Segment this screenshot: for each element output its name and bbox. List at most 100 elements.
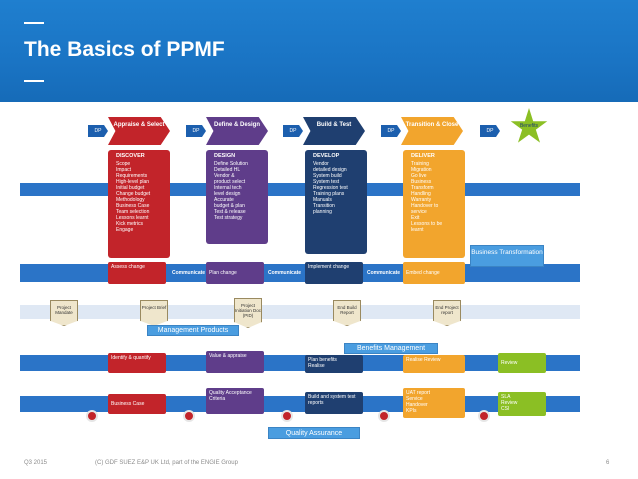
business-case: Business Case bbox=[108, 394, 166, 414]
list-item: Transition bbox=[313, 203, 335, 209]
quality-gate-icon bbox=[86, 410, 98, 422]
page-title: The Basics of PPMF bbox=[24, 38, 225, 61]
gate-dp: DP bbox=[480, 125, 500, 137]
design-heading: DESIGN bbox=[214, 153, 236, 159]
list-item: Scope bbox=[116, 161, 131, 167]
gate-dp: DP bbox=[186, 125, 206, 137]
list-item: Training bbox=[411, 161, 429, 167]
list-item: Manuals bbox=[313, 197, 332, 203]
business-transformation-callout: Business Transformation bbox=[470, 245, 544, 267]
sla-box: SLA Review CSI bbox=[498, 392, 546, 416]
quality-acceptance-criteria: Quality Acceptance Criteria bbox=[206, 388, 264, 414]
divider-bottom bbox=[24, 80, 44, 82]
list-item: product select bbox=[214, 179, 246, 185]
list-item: budget & plan bbox=[214, 203, 245, 209]
implement-change: Implement change bbox=[305, 262, 363, 284]
list-item: Methodology bbox=[116, 197, 145, 203]
list-item: SLA bbox=[501, 394, 511, 400]
list-item: level design bbox=[214, 191, 241, 197]
list-item: CSI bbox=[501, 406, 510, 412]
develop-box: DEVELOP Vendor detailed design System bu… bbox=[305, 150, 367, 254]
discover-box: DISCOVER Scope Impact Requirements High-… bbox=[108, 150, 170, 258]
benefit-review: Review bbox=[498, 353, 546, 373]
deliver-list: Training Migration Go live Business Tran… bbox=[411, 161, 462, 233]
realise-review: Realise Review bbox=[403, 355, 465, 373]
build-system-test-reports: Build and system test reports bbox=[305, 392, 363, 414]
title-bar: The Basics of PPMF bbox=[0, 0, 638, 102]
list-item: learnt bbox=[411, 227, 424, 233]
list-item: Define Solution bbox=[214, 161, 248, 167]
list-item: Regression test bbox=[313, 185, 348, 191]
list-item: Vendor bbox=[313, 161, 329, 167]
plan-change: Plan change bbox=[206, 262, 264, 284]
list-item: Test strategy bbox=[214, 215, 243, 221]
phase-appraise: Appraise & Select bbox=[108, 117, 170, 145]
list-item: Handover bbox=[406, 402, 428, 408]
footer-date: Q3 2015 bbox=[24, 460, 48, 466]
list-item: Impact bbox=[116, 167, 132, 173]
process-band bbox=[20, 183, 580, 196]
list-item: System test bbox=[313, 179, 340, 185]
divider-top bbox=[24, 22, 44, 24]
list-item: Review bbox=[501, 400, 518, 406]
design-list: Define Solution Detailed HL Vendor & pro… bbox=[214, 161, 265, 221]
list-item: Handover to bbox=[411, 203, 439, 209]
list-item: Internal tech bbox=[214, 185, 242, 191]
discover-heading: DISCOVER bbox=[116, 153, 145, 159]
list-item: Handling bbox=[411, 191, 431, 197]
uat-box: UAT report Service Handover KPIs bbox=[403, 388, 465, 418]
communicate-label: Communicate bbox=[172, 270, 206, 276]
quality-assurance-callout: Quality Assurance bbox=[268, 427, 360, 439]
deliver-box: DELIVER Training Migration Go live Busin… bbox=[403, 150, 465, 258]
benefits-management-callout: Benefits Management bbox=[344, 343, 438, 354]
doc-project-initiation: Project Initiation Doc (PID) bbox=[234, 298, 262, 328]
products-band bbox=[20, 305, 580, 319]
design-box: DESIGN Define Solution Detailed HL Vendo… bbox=[206, 150, 268, 244]
list-item: Warranty bbox=[411, 197, 432, 203]
list-item: planning bbox=[313, 209, 332, 215]
list-item: service bbox=[411, 209, 427, 215]
list-item: Lessons learnt bbox=[116, 215, 149, 221]
list-item: Training plans bbox=[313, 191, 345, 197]
quality-gate-icon bbox=[378, 410, 390, 422]
list-item: Business Case bbox=[116, 203, 150, 209]
list-item: Lessons to be bbox=[411, 221, 443, 227]
value-appraise: Value & appraise bbox=[206, 351, 264, 373]
list-item: UAT report bbox=[406, 390, 430, 396]
list-item: Go live bbox=[411, 173, 427, 179]
phase-transition: Transition & Close bbox=[401, 117, 463, 145]
quality-gate-icon bbox=[478, 410, 490, 422]
quality-band bbox=[20, 396, 580, 412]
management-products-callout: Management Products bbox=[147, 325, 239, 336]
list-item: Change budget bbox=[116, 191, 151, 197]
list-item: Detailed HL bbox=[214, 167, 241, 173]
list-item: Test & release bbox=[214, 209, 246, 215]
list-item: High-level plan bbox=[116, 179, 150, 185]
gate-dp: DP bbox=[88, 125, 108, 137]
list-item: KPIs bbox=[406, 408, 417, 414]
phase-build: Build & Test bbox=[303, 117, 365, 145]
quality-gate-icon bbox=[281, 410, 293, 422]
footer-copyright: (C) GDF SUEZ E&P UK Ltd, part of the ENG… bbox=[95, 460, 238, 466]
gate-dp: DP bbox=[381, 125, 401, 137]
list-item: Migration bbox=[411, 167, 432, 173]
benefits-star: Benefits bbox=[510, 108, 548, 143]
list-item: System build bbox=[313, 173, 342, 179]
list-item: Requirements bbox=[116, 173, 148, 179]
list-item: Initial budget bbox=[116, 185, 145, 191]
plan-benefits-label: Plan benefits bbox=[308, 357, 337, 363]
benefits-band bbox=[20, 355, 580, 371]
list-item: Business bbox=[411, 179, 432, 185]
list-item: detailed design bbox=[313, 167, 347, 173]
develop-heading: DEVELOP bbox=[313, 153, 340, 159]
gate-dp: DP bbox=[283, 125, 303, 137]
doc-project-mandate: Project Mandate bbox=[50, 300, 78, 326]
plan-benefits: Plan benefits Realise bbox=[305, 355, 363, 373]
deliver-heading: DELIVER bbox=[411, 153, 435, 159]
list-item: Kick metrics bbox=[116, 221, 143, 227]
doc-end-project-report: End Project report bbox=[433, 300, 461, 326]
realise-label: Realise bbox=[308, 363, 325, 369]
footer-page-number: 6 bbox=[606, 460, 610, 466]
list-item: Service bbox=[406, 396, 423, 402]
doc-end-build-report: End Build Report bbox=[333, 300, 361, 326]
